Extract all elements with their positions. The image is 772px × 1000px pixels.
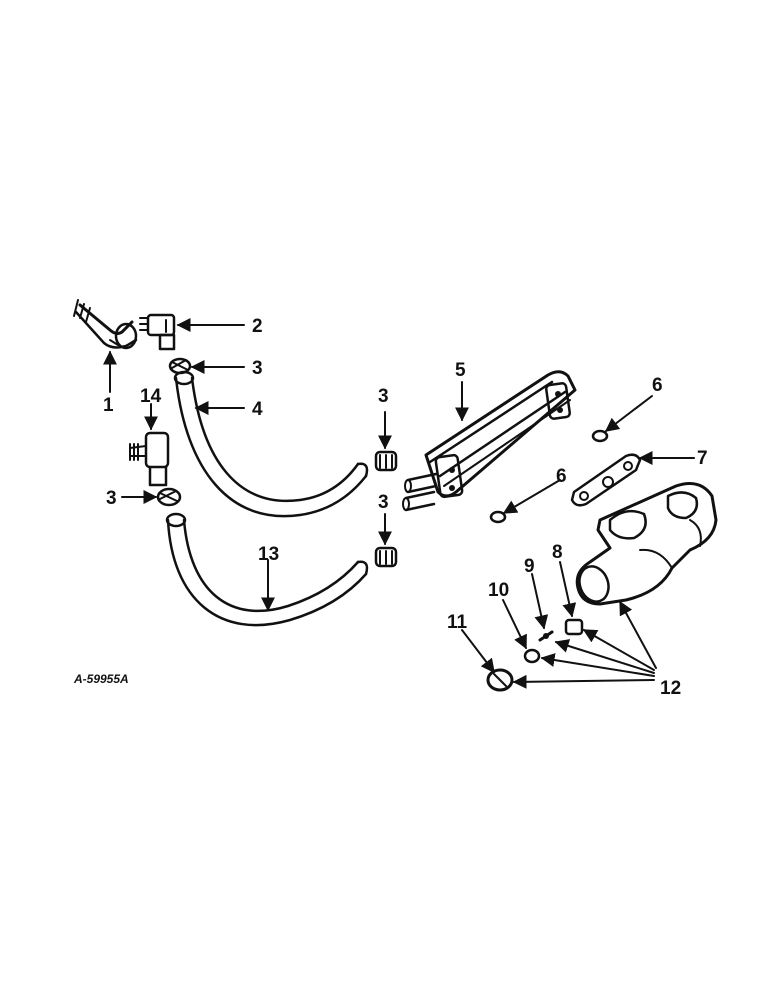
- leader-8: [559, 561, 577, 618]
- callout-2: 2: [252, 316, 263, 337]
- part-11-cap: [486, 668, 514, 692]
- callout-6-lower: 6: [556, 466, 567, 487]
- leader-10: [502, 599, 527, 650]
- leader-lines: [103, 318, 695, 689]
- part-6-gasket-lower: [489, 510, 507, 524]
- callout-3-right-lower: 3: [378, 492, 389, 513]
- leader-11: [461, 629, 495, 674]
- leader-12-fan: [512, 600, 657, 689]
- part-2-fitting: [139, 313, 176, 351]
- filter-base-housing: [575, 482, 718, 606]
- callout-4: 4: [252, 399, 263, 420]
- part-6-gasket-upper: [591, 429, 609, 443]
- callout-8: 8: [552, 542, 563, 563]
- callout-1: 1: [103, 395, 114, 416]
- callout-3-right-upper: 3: [378, 386, 389, 407]
- callout-5: 5: [455, 360, 466, 381]
- part-3-clamp-right-upper: [374, 450, 398, 472]
- part-8-plug: [564, 618, 584, 636]
- leader-9: [531, 573, 549, 630]
- part-1-elbow-fitting: [73, 299, 138, 350]
- part-14-elbow-connector: [129, 431, 170, 487]
- leader-6-lower: [502, 479, 561, 514]
- callout-labels: 1 2 3 4 14 3 3 3 5 6 6 7 8 9 10 11 12 13: [103, 316, 708, 699]
- callout-13: 13: [258, 544, 279, 565]
- part-13-hose: [165, 512, 369, 627]
- callout-9: 9: [524, 556, 535, 577]
- callout-6-upper: 6: [652, 375, 663, 396]
- callout-12: 12: [660, 678, 681, 699]
- callout-11: 11: [447, 612, 468, 633]
- part-4-hose: [173, 370, 369, 518]
- callout-10: 10: [488, 580, 509, 601]
- callout-3-top: 3: [252, 358, 263, 379]
- part-9-pin: [538, 630, 554, 642]
- part-7-adapter-plate: [570, 453, 642, 507]
- figure-reference-code: A-59955A: [73, 672, 129, 686]
- leader-6-upper: [604, 395, 653, 432]
- callout-7: 7: [697, 448, 708, 469]
- part-3-clamp-top: [168, 357, 192, 375]
- callout-3-left: 3: [106, 488, 117, 509]
- part-5-oil-cooler: [402, 370, 577, 512]
- callout-14: 14: [140, 386, 162, 407]
- part-3-clamp-mid-left: [156, 487, 182, 507]
- part-3-clamp-right-lower: [374, 546, 398, 568]
- part-10-washer: [523, 648, 541, 664]
